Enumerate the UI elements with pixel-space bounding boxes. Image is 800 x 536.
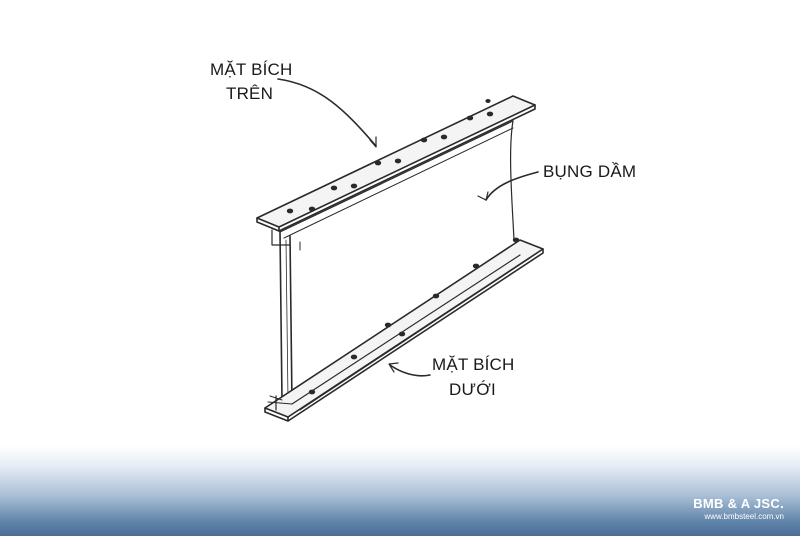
- bottom-flange-holes: [308, 237, 520, 395]
- bottom-flange-leader-arrow: [388, 362, 399, 373]
- footer-banner: [0, 446, 800, 536]
- top-flange-label-line1: MẶT BÍCH: [210, 60, 293, 79]
- web-leader-arrow: [477, 191, 489, 201]
- bottom-flange: [264, 239, 544, 422]
- web-leader: [485, 171, 539, 201]
- web-plate: [279, 120, 515, 405]
- web-label: BỤNG DẦM: [543, 162, 637, 181]
- top-flange: [256, 95, 536, 239]
- top-flange-label-line2: TRÊN: [226, 84, 274, 103]
- top-flange-holes: [286, 99, 494, 214]
- bottom-flange-leader: [389, 364, 431, 377]
- top-flange-leader: [277, 78, 377, 147]
- brand-name: BMB & A JSC.: [693, 496, 784, 511]
- bottom-flange-label-line1: MẶT BÍCH: [432, 355, 515, 374]
- bottom-flange-label-line2: DƯỚI: [449, 380, 496, 399]
- brand-url: www.bmbsteel.com.vn: [704, 512, 784, 521]
- top-flange-leader-arrow: [369, 136, 377, 148]
